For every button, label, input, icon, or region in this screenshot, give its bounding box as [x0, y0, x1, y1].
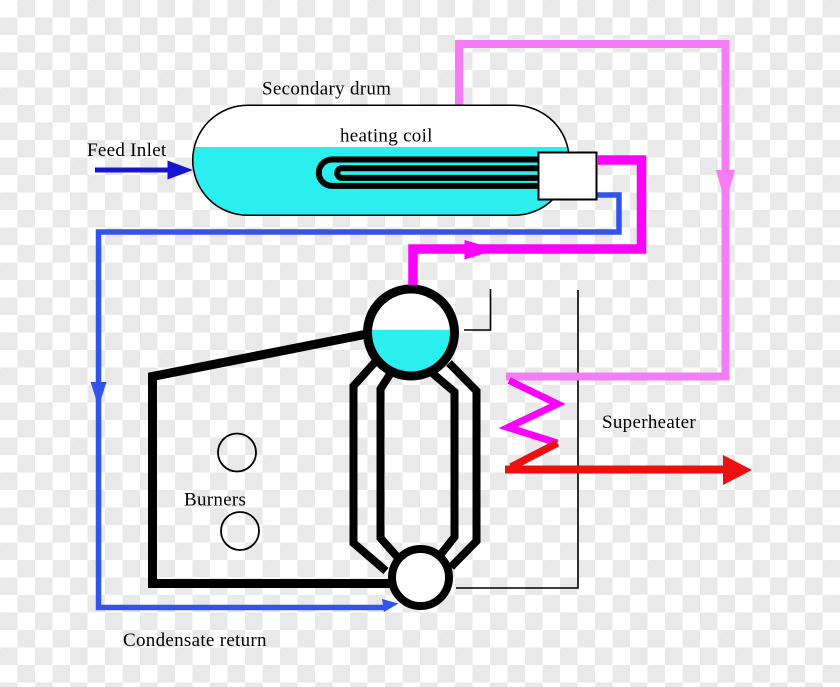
riser-tube-inner-left	[376, 368, 403, 563]
mud-drum	[388, 545, 453, 610]
boiler-casing-line	[456, 290, 579, 589]
superheated-steam-diagonal	[509, 439, 560, 471]
riser-tube-outer-left	[349, 358, 389, 575]
heating-coil-label: heating coil	[340, 126, 433, 147]
superheater-label: Superheater	[602, 412, 696, 433]
saturated-steam-pipe	[455, 40, 730, 381]
steam-drum	[363, 284, 459, 381]
secondary-drum-label: Secondary drum	[262, 79, 391, 100]
condensate-return-pipe	[95, 192, 622, 611]
coil-header-box	[537, 151, 598, 201]
feed-inlet-label: Feed Inlet	[87, 140, 167, 161]
burner-circle-bottom	[220, 511, 260, 551]
drum-level-leader-line	[464, 289, 492, 331]
heating-coil-outer-pass	[315, 156, 541, 189]
secondary-drum-vessel	[191, 104, 598, 217]
condensate-end-arrowhead	[382, 599, 399, 612]
riser-tube-outer-right	[446, 360, 481, 570]
steam-supply-pipe	[408, 155, 647, 285]
burner-circle-top	[217, 432, 257, 473]
riser-tube-inner-right	[428, 368, 459, 562]
steam-supply-arrowhead	[464, 240, 497, 260]
superheater-coil	[498, 377, 566, 447]
condensate-down-arrowhead	[90, 382, 107, 407]
feed-inlet-arrowhead	[167, 160, 193, 180]
saturated-steam-arrowhead	[716, 170, 735, 203]
superheated-steam-arrow	[505, 455, 752, 485]
heating-coil-inner-pass	[334, 165, 541, 181]
burners-label: Burners	[184, 490, 246, 511]
furnace-outline	[148, 329, 391, 588]
condensate-return-label: Condensate return	[123, 630, 267, 651]
steam-drum-outline	[363, 284, 459, 381]
